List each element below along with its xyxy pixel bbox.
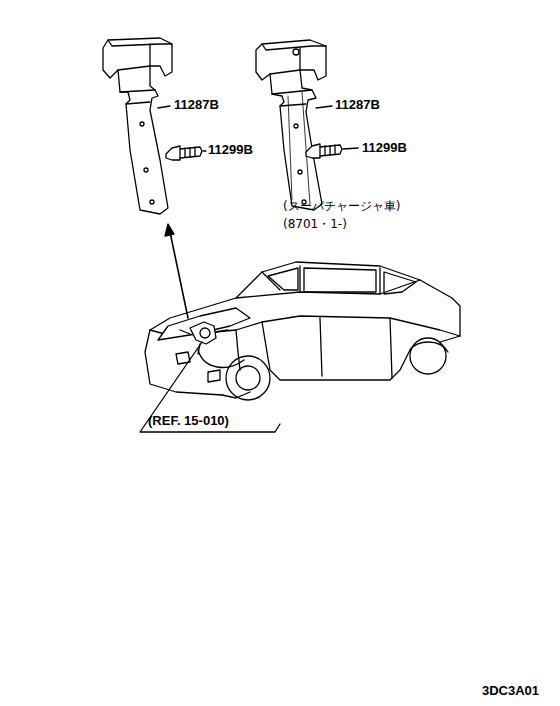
ref-callout-line — [140, 342, 280, 432]
application-note: (スーパチャージャ車) — [283, 200, 400, 213]
bracket-right — [256, 40, 332, 210]
reference-note: (REF. 15-010) — [148, 414, 229, 428]
bolt-right — [306, 144, 358, 158]
diagram-code: 3DC3A01 — [482, 684, 539, 698]
car-illustration — [145, 262, 460, 400]
part-number: 11299B — [208, 143, 253, 157]
location-arrow — [165, 224, 188, 318]
part-number: 11287B — [174, 98, 219, 112]
bolt-left — [166, 146, 206, 160]
part-number: 11299B — [362, 141, 407, 155]
date-range-note: (8701・1-) — [283, 218, 347, 231]
bracket-left — [103, 38, 172, 214]
part-number: 11287B — [335, 98, 380, 112]
